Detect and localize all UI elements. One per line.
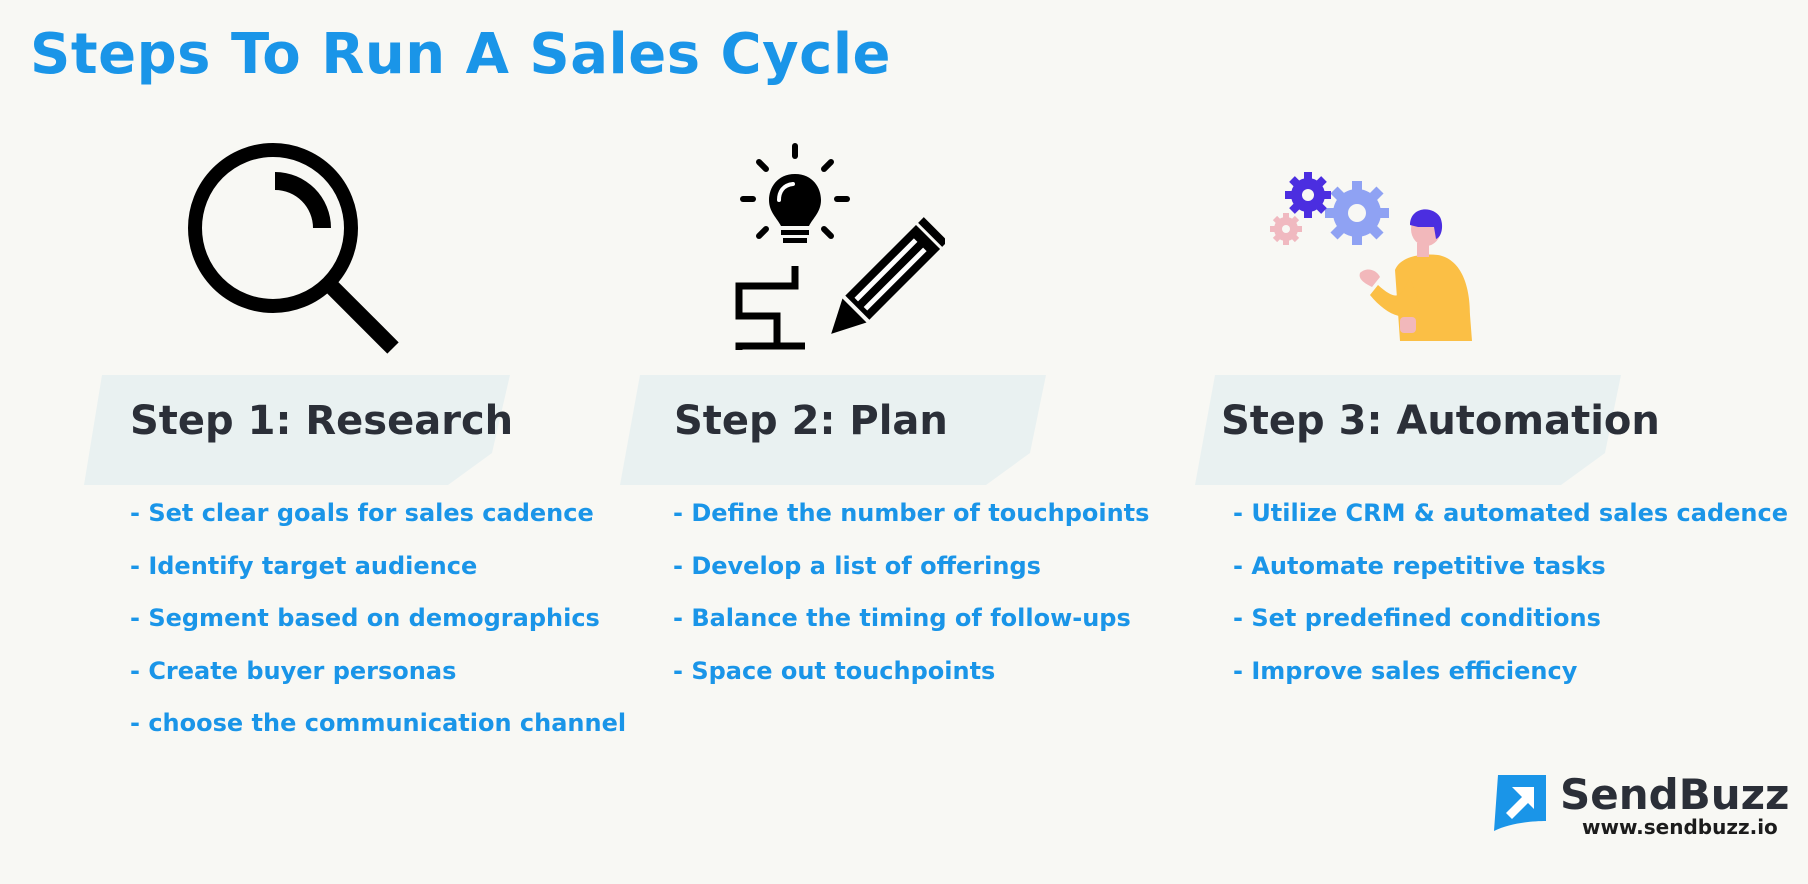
sendbuzz-logo-icon xyxy=(1494,775,1546,831)
list-item: - Create buyer personas xyxy=(130,656,457,685)
page-title: Steps To Run A Sales Cycle xyxy=(30,22,892,87)
step-banner-2 xyxy=(620,375,1050,485)
magnifying-glass-icon xyxy=(185,140,405,360)
brand-name: SendBuzz xyxy=(1560,770,1790,819)
list-item: - Improve sales efficiency xyxy=(1233,656,1578,685)
list-item: - Set predefined conditions xyxy=(1233,604,1601,632)
person-gears-icon xyxy=(1260,165,1480,355)
lightbulb-pencil-icon xyxy=(725,140,948,360)
step-3-label: Step 3: Automation xyxy=(1221,398,1660,444)
step-1-bullet-list: - Set clear goals for sales cadence - Id… xyxy=(130,496,626,759)
step-2-label: Step 2: Plan xyxy=(674,398,948,444)
list-item: - Define the number of touchpoints xyxy=(673,499,1150,527)
list-item: - Space out touchpoints xyxy=(673,656,996,685)
list-item: - choose the communication channel xyxy=(130,709,627,737)
list-item: - Utilize CRM & automated sales cadence xyxy=(1233,499,1788,527)
list-item: - Automate repetitive tasks xyxy=(1233,551,1606,580)
list-item: - Set clear goals for sales cadence xyxy=(130,499,594,527)
list-item: - Segment based on demographics xyxy=(130,604,600,632)
list-item: - Balance the timing of follow-ups xyxy=(673,604,1131,632)
list-item: - Identify target audience xyxy=(130,551,478,580)
list-item: - Develop a list of offerings xyxy=(673,551,1041,580)
brand-url: www.sendbuzz.io xyxy=(1582,815,1778,839)
step-banner-3 xyxy=(1195,375,1625,485)
step-3-bullet-list: - Utilize CRM & automated sales cadence … xyxy=(1233,496,1788,706)
step-2-bullet-list: - Define the number of touchpoints - Dev… xyxy=(673,496,1149,706)
step-banner-1 xyxy=(84,375,514,485)
sendbuzz-logo: SendBuzz www.sendbuzz.io xyxy=(1490,768,1790,848)
step-1-label: Step 1: Research xyxy=(130,398,514,444)
